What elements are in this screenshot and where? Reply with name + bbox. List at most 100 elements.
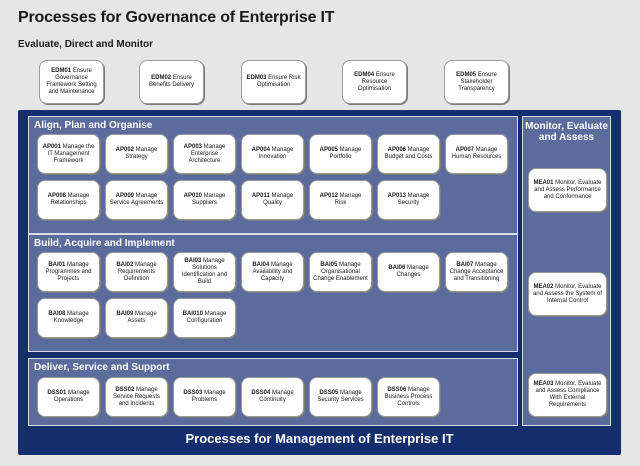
apo10-box: AP010 Manage Suppliers (173, 180, 236, 220)
process-id: AP006 (387, 147, 406, 153)
process-text: Manage Problems (191, 390, 226, 403)
process-text: Manage Availability and Capacity (252, 261, 293, 282)
process-id: DSS05 (319, 390, 339, 396)
process-id: AP005 (319, 147, 338, 153)
process-id: DSS06 (387, 386, 407, 393)
process-id: AP003 (183, 143, 202, 150)
mea03-box: MEA03 Monitor, Evaluate and Assess Compl… (528, 373, 607, 417)
process-text: Manage Risk (334, 193, 362, 206)
dss-section: Deliver, Service and Support DSS01 Manag… (28, 358, 518, 426)
bai04-box: BAI04 Manage Availability and Capacity (241, 252, 304, 292)
process-text: Manage Quality (263, 193, 294, 206)
bai-section: Build, Acquire and Implement BAI01 Manag… (28, 234, 518, 352)
process-text: Manage Enterprise Architecture (188, 143, 226, 164)
process-text: Manage Solutions Identification and Buil… (181, 258, 228, 285)
process-id: DSS02 (115, 386, 135, 393)
process-text: Manage Security (397, 193, 430, 206)
process-text: Manage Human Resources (451, 147, 502, 160)
process-id: MEA01 (533, 179, 554, 186)
mea01-box: MEA01 Monitor, Evaluate and Assess Perfo… (528, 168, 607, 212)
apo05-box: AP005 Manage Portfolio (309, 134, 372, 174)
process-id: AP013 (387, 193, 406, 199)
process-text: Manage Portfolio (329, 147, 362, 160)
process-text: Ensure Stakeholder Transparency (458, 71, 497, 92)
apo01-box: AP001 Manage the IT Management Framework (37, 134, 100, 174)
process-id: DSS01 (47, 390, 67, 396)
process-id: DSS03 (183, 390, 203, 396)
process-id: AP007 (455, 147, 474, 153)
bai02-box: BAI02 Manage Requirements Definition (105, 252, 168, 292)
apo07-box: AP007 Manage Human Resources (445, 134, 508, 174)
process-text: Manage Operations (53, 390, 90, 403)
process-text: Manage Service Requests and Incidents (112, 386, 161, 407)
management-frame: Align, Plan and Organise AP001 Manage th… (18, 110, 621, 455)
mea-title: Monitor, Evaluate and Assess (525, 121, 608, 143)
process-text: Monitor, Evaluate and Assess Compliance … (535, 381, 602, 408)
mea-section: Monitor, Evaluate and Assess MEA01 Monit… (522, 116, 611, 426)
process-id: AP012 (319, 193, 338, 199)
process-id: BAI01 (48, 261, 66, 268)
mea02-box: MEA02 Monitor, Evaluate and Assess the S… (528, 272, 607, 316)
process-id: AP001 (42, 143, 61, 150)
process-id: MEA03 (533, 381, 554, 387)
process-id: AP004 (251, 147, 270, 153)
process-id: AP002 (115, 147, 134, 153)
bai07-box: BAI07 Manage Change Acceptance and Trans… (445, 252, 508, 292)
process-id: AP011 (251, 193, 270, 199)
process-text: Manage Requirements Definition (117, 261, 157, 282)
process-id: EDM01 (51, 68, 72, 74)
apo03-box: AP003 Manage Enterprise Architecture (173, 134, 236, 174)
bai06-box: BAI06 Manage Changes (377, 252, 440, 292)
process-id: EDM04 (354, 71, 375, 78)
dss05-box: DSS05 Manage Security Services (309, 377, 372, 417)
apo13-box: AP013 Manage Security (377, 180, 440, 220)
bai09-box: BAI09 Manage Assets (105, 298, 168, 338)
edm03-box: EDM03 Ensure Risk Optimisation (241, 60, 306, 104)
process-text: Manage Relationships (50, 193, 90, 206)
process-text: Ensure Risk Optimisation (256, 75, 301, 88)
apo-title: Align, Plan and Organise (34, 120, 153, 131)
process-id: DSS04 (251, 390, 271, 396)
process-text: Manage Configuration (186, 311, 227, 324)
process-id: BAI06 (388, 265, 406, 271)
process-text: Manage Security Services (317, 390, 364, 403)
process-text: Manage Business Process Controls (384, 386, 433, 407)
process-id: EDM03 (246, 75, 267, 81)
process-id: EDM02 (151, 75, 172, 81)
apo09-box: AP009 Manage Service Agreements (105, 180, 168, 220)
process-text: Manage Change Acceptance and Transitioni… (449, 261, 504, 282)
process-text: Manage Changes (396, 265, 429, 278)
dss-title: Deliver, Service and Support (34, 362, 170, 373)
process-id: BAI05 (320, 261, 338, 268)
process-id: BAI03 (184, 258, 202, 264)
process-id: AP008 (47, 193, 66, 199)
process-text: Manage Knowledge (53, 311, 89, 324)
process-id: BAI08 (48, 311, 66, 317)
process-text: Manage Strategy (125, 147, 158, 160)
dss01-box: DSS01 Manage Operations (37, 377, 100, 417)
bai01-box: BAI01 Manage Programmes and Projects (37, 252, 100, 292)
process-text: Ensure Benefits Delivery (148, 75, 195, 88)
process-id: BAI010 (182, 311, 203, 317)
process-text: Manage Innovation (258, 147, 294, 160)
process-text: Monitor, Evaluate and Assess the System … (532, 283, 603, 304)
process-id: BAI04 (252, 261, 270, 268)
apo-section: Align, Plan and Organise AP001 Manage th… (28, 116, 518, 234)
process-text: Manage Organisational Change Enablement (313, 261, 368, 282)
governance-title: Processes for Governance of Enterprise I… (18, 9, 335, 26)
bai05-box: BAI05 Manage Organisational Change Enabl… (309, 252, 372, 292)
edm04-box: EDM04 Ensure Resource Optimisation (342, 60, 407, 104)
process-text: Manage Assets (127, 311, 157, 324)
edm02-box: EDM02 Ensure Benefits Delivery (139, 60, 204, 104)
process-text: Manage the IT Management Framework (47, 143, 95, 164)
dss02-box: DSS02 Manage Service Requests and Incide… (105, 377, 168, 417)
process-text: Monitor, Evaluate and Assess Performance… (534, 179, 602, 200)
process-text: Manage Suppliers (191, 193, 226, 206)
process-id: BAI09 (116, 311, 134, 317)
apo02-box: AP002 Manage Strategy (105, 134, 168, 174)
process-text: Ensure Resource Optimisation (357, 71, 395, 92)
dss04-box: DSS04 Manage Continuity (241, 377, 304, 417)
apo11-box: AP011 Manage Quality (241, 180, 304, 220)
dss03-box: DSS03 Manage Problems (173, 377, 236, 417)
apo12-box: AP012 Manage Risk (309, 180, 372, 220)
